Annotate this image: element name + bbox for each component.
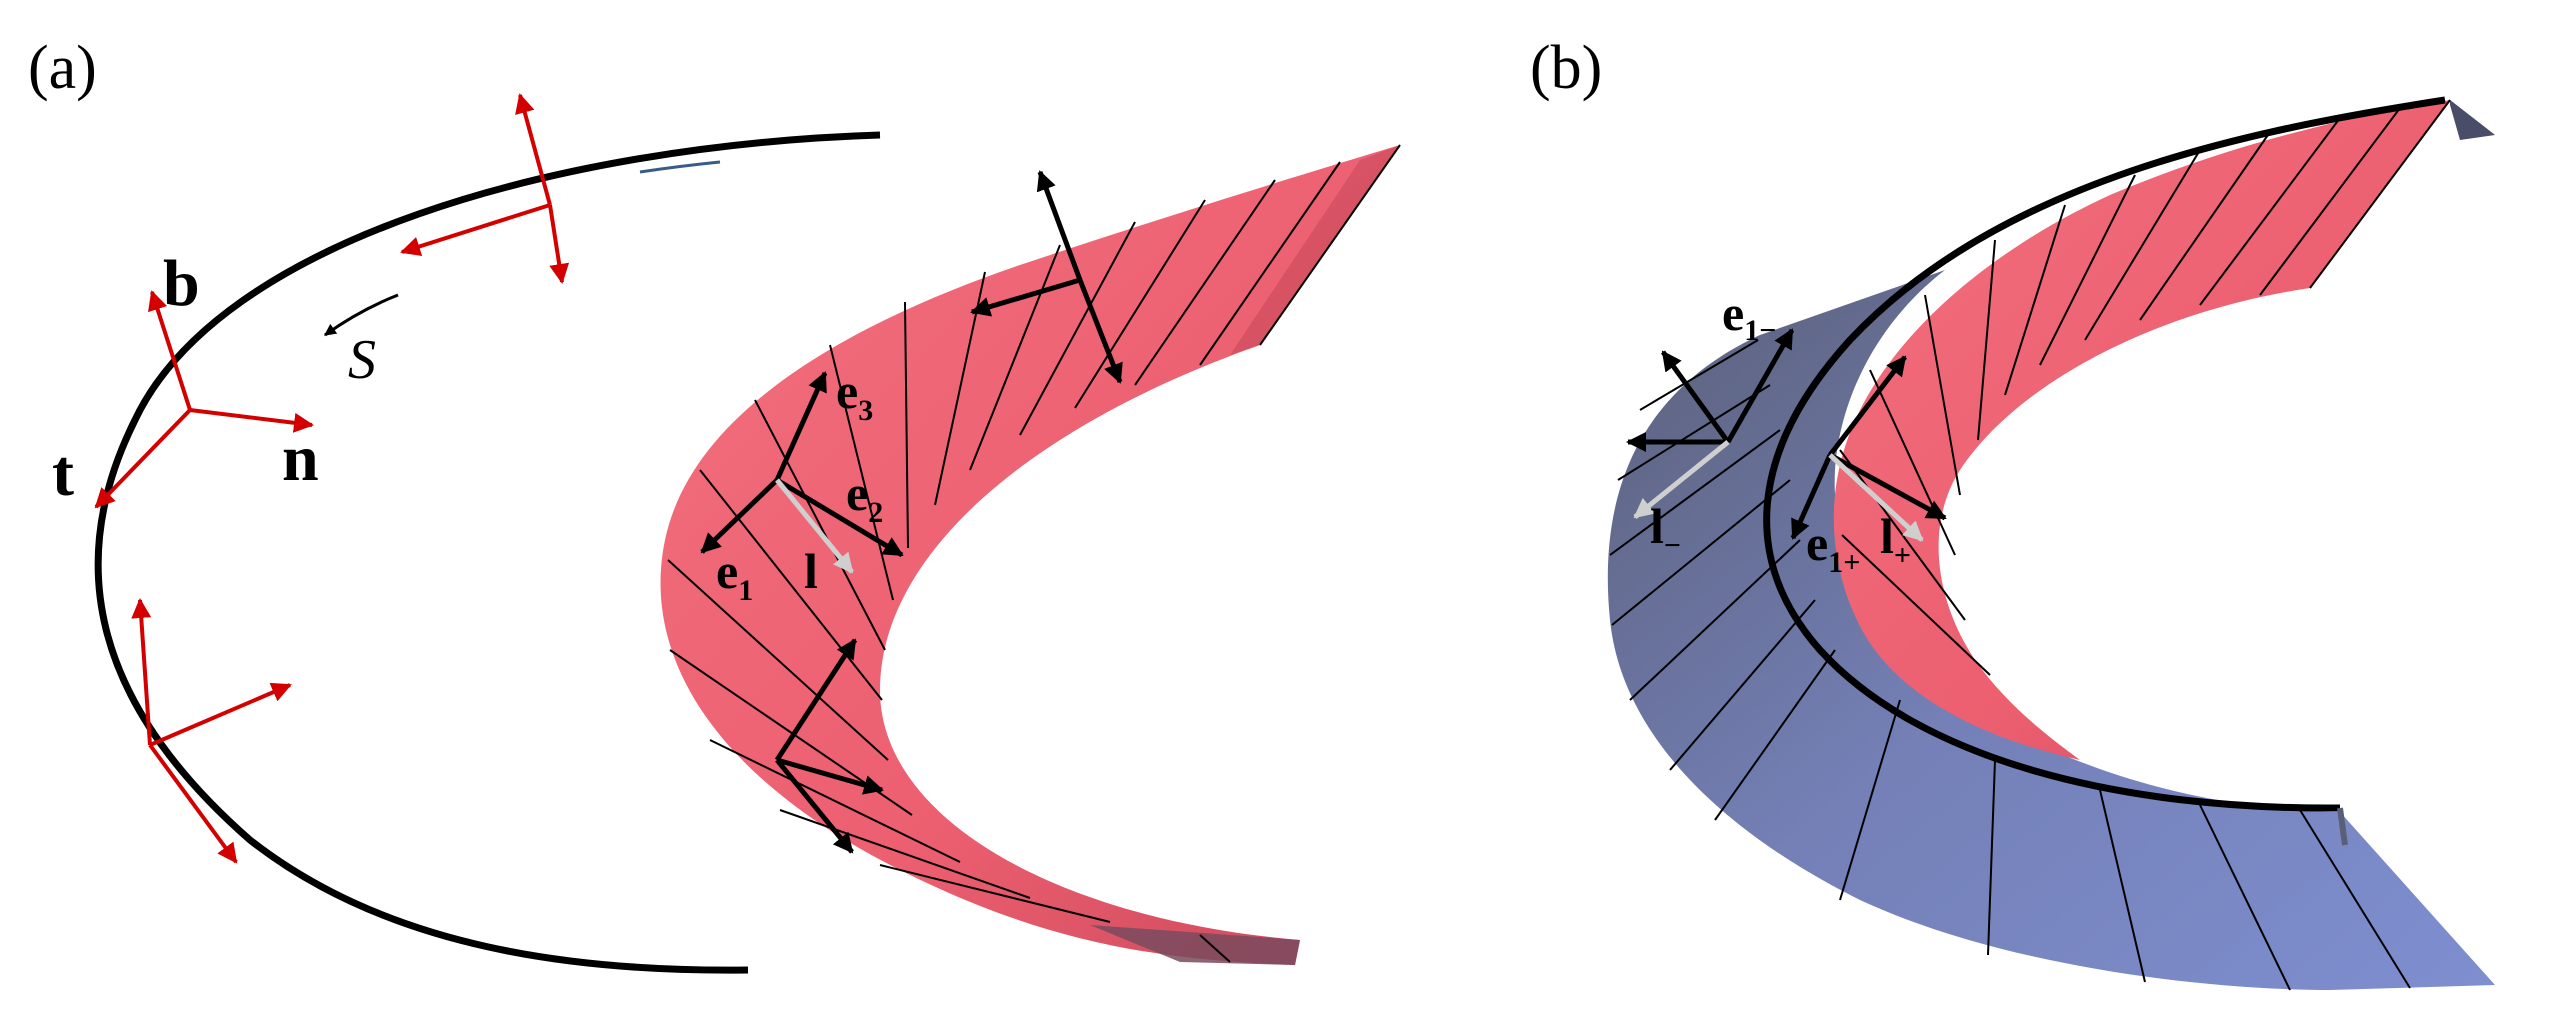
panel-label-a: (a) (28, 34, 97, 102)
edge-curve-end (2337, 807, 2348, 846)
arc-length-label: S (348, 329, 376, 391)
e1-plus-label: e1+ (1806, 515, 1860, 579)
tangent-label: t (52, 437, 74, 510)
red-ribbon (660, 145, 1400, 965)
l-minus-label: l− (1650, 498, 1681, 562)
material-frame-lower (774, 638, 884, 854)
red-ribbon-top-shade (1230, 145, 1400, 355)
director-minus-arrow (1633, 440, 1730, 519)
space-curve (94, 131, 881, 974)
e1-label: e1 (716, 543, 753, 607)
material-frame-top (970, 170, 1123, 384)
director-arrow-a (775, 478, 854, 574)
space-curve-highlight (639, 160, 721, 174)
material-frame-main (700, 371, 904, 558)
l-plus-label: l+ (1880, 508, 1911, 572)
l-label: l (804, 543, 818, 599)
e1-minus-label: e1− (1722, 285, 1776, 347)
director-plus-arrow (1828, 453, 1924, 542)
frenet-frame-main (94, 290, 314, 509)
red-ribbon-end-shade (1090, 925, 1300, 965)
red-ribbon-b (1833, 100, 2450, 760)
frame-plus (1790, 355, 1947, 540)
edge-curve (1763, 96, 2446, 812)
e2-label: e2 (846, 465, 883, 529)
arc-length-arrow (324, 293, 399, 337)
normal-label: n (282, 422, 319, 495)
frenet-frame-upper (400, 93, 570, 284)
red-ribbon-b-rulings (1839, 99, 2451, 676)
frame-minus (1626, 328, 1795, 452)
binormal-label: b (163, 247, 200, 320)
panel-label-b: (b) (1530, 34, 1602, 102)
red-ribbon-b-top-shade (2450, 100, 2495, 140)
e3-label: e3 (836, 363, 873, 427)
frenet-frame-lower (131, 598, 292, 864)
